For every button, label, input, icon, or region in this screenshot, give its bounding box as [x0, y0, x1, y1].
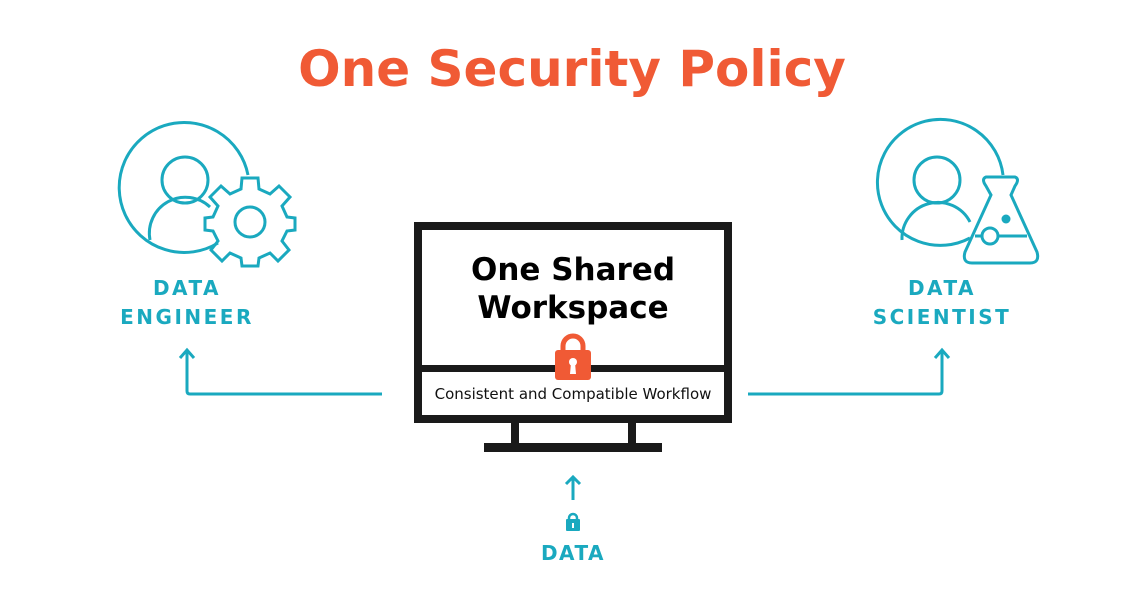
monitor [414, 222, 732, 452]
workspace-title-line2: Workspace [477, 290, 668, 326]
padlock-icon [566, 512, 580, 531]
arrow-from-data [564, 474, 582, 500]
workspace-footer: Consistent and Compatible Workflow [435, 385, 712, 403]
role-label-line1: DATA [908, 276, 976, 300]
user-gear-icon [117, 121, 297, 268]
arrow-to-data-engineer [178, 347, 382, 396]
role-label-line2: ENGINEER [120, 305, 254, 329]
arrow-to-data-scientist [748, 347, 951, 396]
role-label-line1: DATA [153, 276, 221, 300]
padlock-icon [555, 333, 591, 380]
page-title: One Security Policy [298, 40, 846, 98]
user-flask-icon [875, 117, 1040, 265]
data-label: DATA [541, 541, 605, 565]
role-label-line2: SCIENTIST [873, 305, 1012, 329]
workspace-title-line1: One Shared [471, 252, 675, 288]
